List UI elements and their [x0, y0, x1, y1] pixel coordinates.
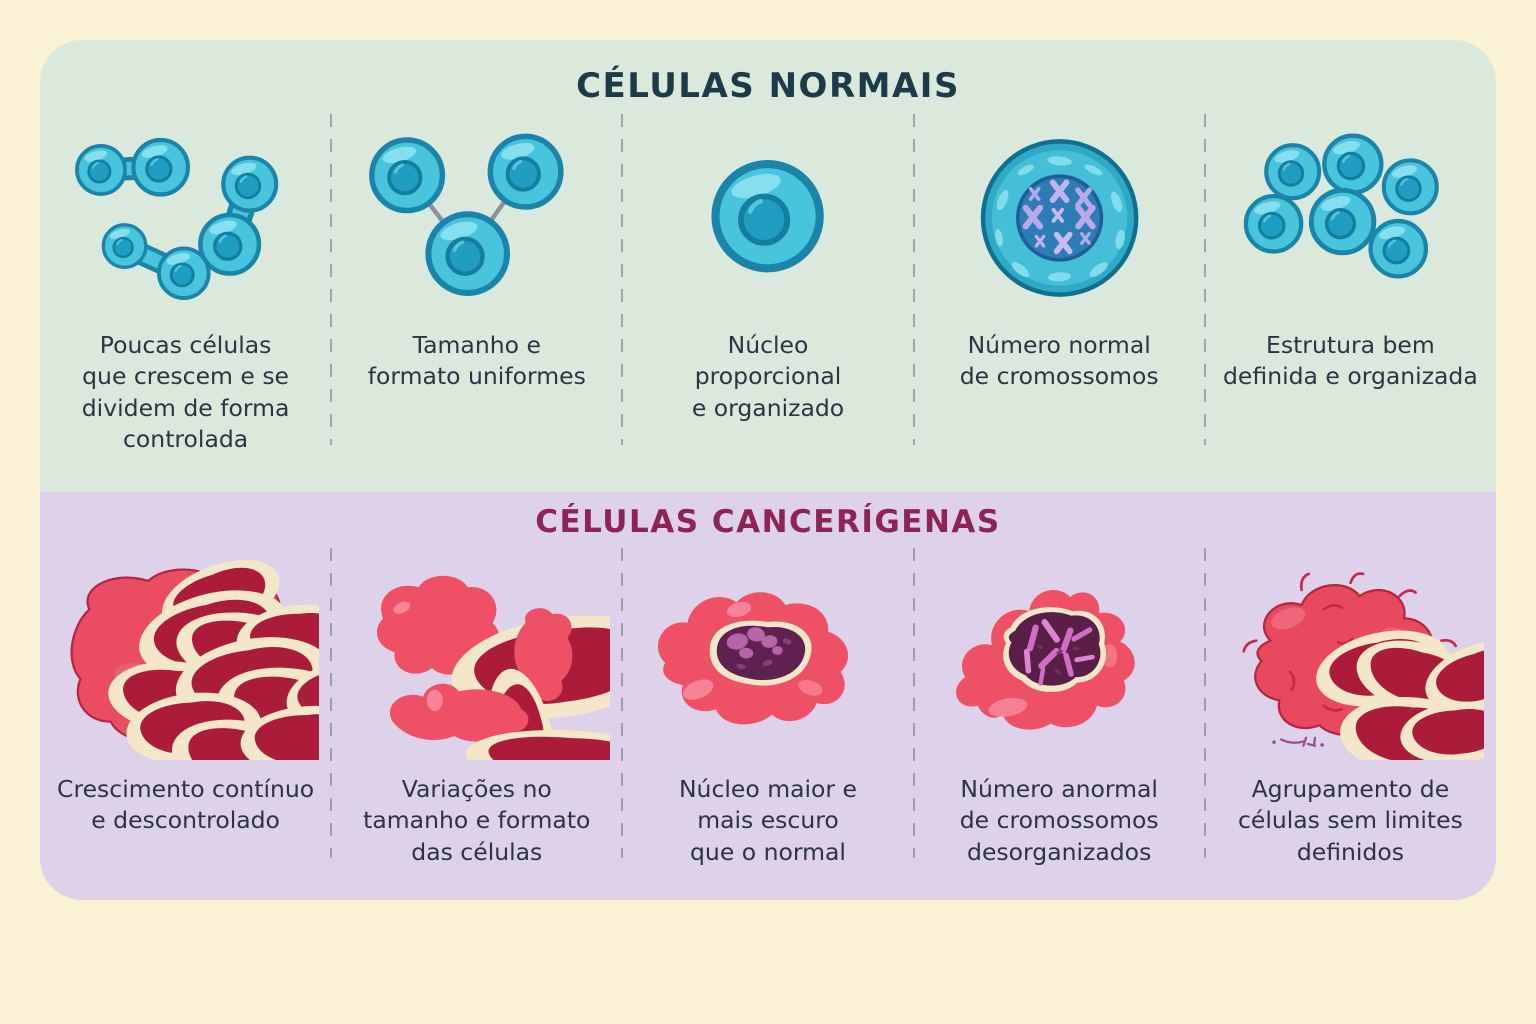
- cancer-panel-title: CÉLULAS CANCERÍGENAS: [535, 504, 1001, 540]
- normal-columns: Poucas células que crescem e se dividem …: [40, 110, 1496, 455]
- normal-cells-panel: CÉLULAS NORMAIS: [40, 40, 1496, 492]
- cancer-cells-panel: CÉLULAS CANCERÍGENAS: [40, 492, 1496, 900]
- cancer-item-uncontrolled-growth: Crescimento contínuo e descontrolado: [40, 544, 333, 868]
- caption-organized-structure: Estrutura bem definida e organizada: [1223, 331, 1478, 391]
- caption-uniform-cells: Tamanho e formato uniformes: [367, 331, 586, 391]
- uniform-cells-icon: [343, 120, 610, 316]
- comparison-card: CÉLULAS NORMAIS: [40, 40, 1496, 900]
- normal-item-dividing-cells: Poucas células que crescem e se dividem …: [40, 110, 333, 455]
- cancer-item-undefined-cluster: Agrupamento de células sem limites defin…: [1205, 544, 1496, 868]
- normal-item-normal-chromosomes: Número normal de cromossomos: [914, 110, 1207, 455]
- organized-cell-cluster-icon: [1217, 120, 1484, 316]
- caption-dividing-cells: Poucas células que crescem e se dividem …: [81, 331, 290, 453]
- cancer-item-varied-cells: Variações no tamanho e formato das célul…: [331, 544, 624, 868]
- cancer-item-large-dark-nucleus: Núcleo maior e mais escuro que o normal: [622, 544, 915, 868]
- normal-panel-title: CÉLULAS NORMAIS: [576, 66, 960, 106]
- caption-normal-chromosomes: Número normal de cromossomos: [959, 331, 1159, 391]
- caption-undefined-cluster: Agrupamento de células sem limites defin…: [1237, 775, 1463, 866]
- normal-item-proportional-nucleus: Núcleo proporcional e organizado: [622, 110, 915, 455]
- caption-uncontrolled-growth: Crescimento contínuo e descontrolado: [57, 775, 315, 835]
- caption-abnormal-chromosomes: Número anormal de cromossomos desorganiz…: [959, 775, 1159, 866]
- varied-cells-icon: [343, 548, 610, 760]
- cancer-item-abnormal-chromosomes: Número anormal de cromossomos desorganiz…: [914, 544, 1207, 868]
- dividing-cells-icon: [52, 120, 319, 316]
- normal-item-uniform-cells: Tamanho e formato uniformes: [331, 110, 624, 455]
- large-dark-nucleus-cell-icon: [634, 548, 901, 760]
- caption-proportional-nucleus: Núcleo proporcional e organizado: [691, 331, 845, 422]
- caption-large-dark-nucleus: Núcleo maior e mais escuro que o normal: [678, 775, 857, 866]
- caption-varied-cells: Variações no tamanho e formato das célul…: [363, 775, 591, 866]
- proportional-nucleus-cell-icon: [634, 120, 901, 316]
- cancer-columns: Crescimento contínuo e descontrolado: [40, 544, 1496, 868]
- normal-chromosomes-cell-icon: [926, 120, 1193, 316]
- normal-item-organized-structure: Estrutura bem definida e organizada: [1205, 110, 1496, 455]
- uncontrolled-growth-mass-icon: [52, 548, 319, 760]
- undefined-cluster-icon: [1217, 548, 1484, 760]
- abnormal-chromosomes-cell-icon: [926, 548, 1193, 760]
